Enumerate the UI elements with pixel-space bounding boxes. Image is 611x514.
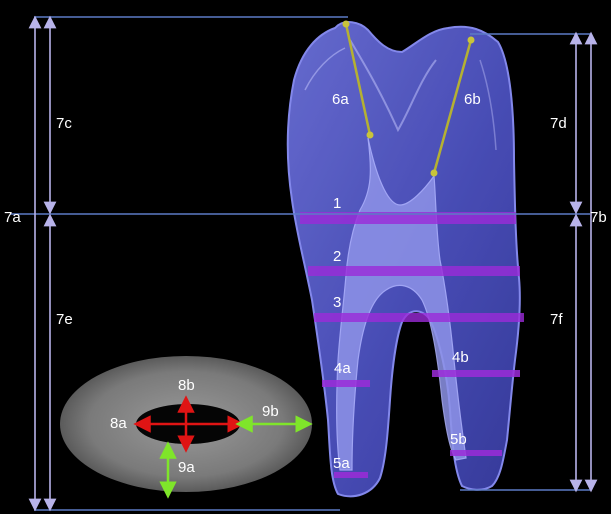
- label-6b: 6b: [464, 91, 481, 108]
- label-7d: 7d: [550, 115, 567, 132]
- label-band-4b: 4b: [452, 349, 469, 366]
- label-band-2: 2: [333, 248, 341, 265]
- point-6a-top: [343, 21, 350, 28]
- point-6b-top: [468, 37, 475, 44]
- label-6a: 6a: [332, 91, 349, 108]
- label-band-5b: 5b: [450, 431, 467, 448]
- band-4b: [432, 370, 520, 377]
- label-7e: 7e: [56, 311, 73, 328]
- label-band-4a: 4a: [334, 360, 351, 377]
- band-5a: [334, 472, 368, 478]
- band-5b: [450, 450, 502, 456]
- point-6b-bottom: [431, 170, 438, 177]
- tooth-3d-render: [288, 22, 520, 496]
- label-9a: 9a: [178, 459, 195, 476]
- band-4a: [322, 380, 370, 387]
- label-7b: 7b: [590, 209, 607, 226]
- label-band-3: 3: [333, 294, 341, 311]
- label-7c: 7c: [56, 115, 72, 132]
- point-6a-bottom: [367, 132, 374, 139]
- label-8a: 8a: [110, 415, 127, 432]
- label-9b: 9b: [262, 403, 279, 420]
- label-7f: 7f: [550, 311, 563, 328]
- band-2: [308, 266, 520, 276]
- label-band-1: 1: [333, 195, 341, 212]
- label-7a: 7a: [4, 209, 21, 226]
- label-band-5a: 5a: [333, 455, 350, 472]
- label-8b: 8b: [178, 377, 195, 394]
- band-3: [314, 313, 524, 322]
